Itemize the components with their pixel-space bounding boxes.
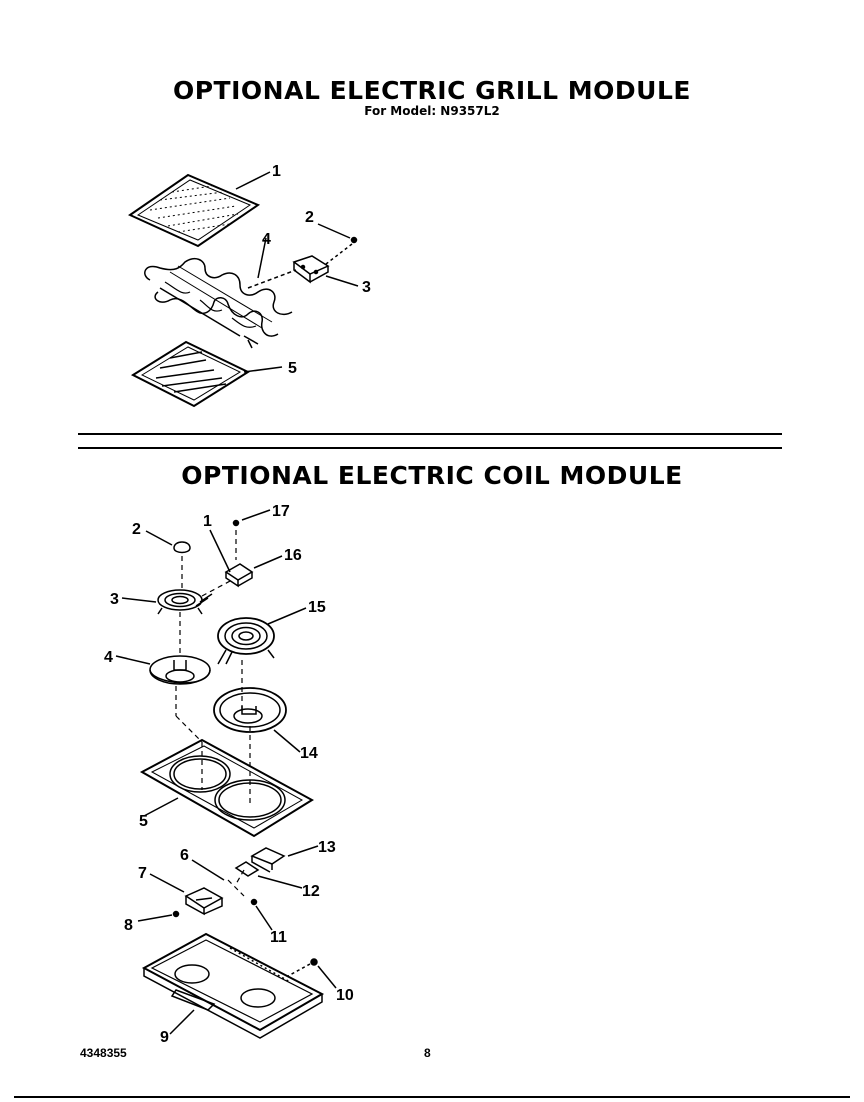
small-coil-element-part-3	[157, 589, 213, 615]
grill-callout-3: 3	[362, 279, 371, 296]
model-subtitle: For Model: N9357L2	[364, 104, 500, 118]
coil-callout-2: 2	[132, 521, 141, 538]
page-number: 8	[424, 1046, 431, 1060]
coil-leader-12	[257, 875, 303, 889]
grill-leader-3	[325, 275, 359, 287]
grill-leader-4	[257, 237, 267, 279]
coil-leader-11	[255, 905, 273, 931]
coil-leader-16	[253, 555, 283, 569]
coil-callout-6: 6	[180, 847, 189, 864]
grill-dashed-screw	[325, 243, 353, 265]
coil-callout-12: 12	[302, 883, 320, 900]
coil-leader-5	[143, 797, 179, 817]
page-bottom-rule	[14, 1096, 850, 1098]
coil-knob-part-2	[173, 541, 191, 554]
coil-leader-9	[169, 1009, 195, 1035]
grill-drip-tray	[130, 340, 251, 408]
coil-leader-13	[287, 845, 319, 857]
coil-leader-14	[273, 729, 301, 753]
coil-leader-15	[267, 607, 307, 625]
clip-part-12	[234, 861, 260, 877]
coil-leader-2	[145, 530, 173, 546]
screw-part-11	[250, 898, 258, 906]
coil-leader-10	[317, 965, 337, 989]
coil-diagram: 1 2 3 4 5 6 7 8 9 10 11 12 13 14 15 16 1…	[104, 503, 354, 1046]
grill-callout-5: 5	[288, 360, 297, 377]
terminal-strip-part-7	[184, 887, 224, 916]
terminal-block-part-3	[292, 255, 330, 284]
coil-callout-14: 14	[300, 745, 318, 762]
coil-terminal-block-part-16	[224, 563, 254, 588]
coil-callout-15: 15	[308, 599, 326, 616]
screw-part-8	[172, 910, 180, 918]
coil-leader-17	[241, 509, 271, 521]
coil-callout-13: 13	[318, 839, 336, 856]
grill-callout-4: 4	[262, 231, 271, 248]
coil-leader-8	[137, 914, 173, 922]
grill-module-title: OPTIONAL ELECTRIC GRILL MODULE	[172, 76, 691, 105]
small-drip-bowl-part-4	[149, 655, 211, 685]
grill-leader-2	[317, 223, 351, 239]
coil-leader-1	[209, 529, 231, 573]
coil-screw-part-17	[232, 519, 240, 527]
section-divider-bottom	[78, 447, 782, 449]
screw-part-2	[350, 236, 358, 244]
grill-leader-5	[243, 366, 283, 373]
grill-heating-element	[144, 257, 293, 349]
coil-callout-1: 1	[203, 513, 212, 530]
bracket-part-13	[250, 847, 286, 873]
grill-callout-2: 2	[305, 209, 314, 226]
grill-dashed-link	[247, 269, 297, 289]
coil-callout-16: 16	[284, 547, 302, 564]
section-divider-top	[78, 433, 782, 435]
coil-leader-4	[115, 655, 151, 665]
coil-dashed-10	[287, 963, 311, 977]
coil-callout-10: 10	[336, 987, 354, 1004]
document-number: 4348355	[80, 1046, 127, 1060]
large-drip-bowl-part-14	[213, 687, 287, 733]
coil-leader-7	[149, 873, 185, 893]
screw-part-10	[310, 958, 318, 966]
coil-callout-17: 17	[272, 503, 290, 520]
coil-callout-4: 4	[104, 649, 113, 666]
coil-callout-5: 5	[139, 813, 148, 830]
grill-callout-1: 1	[272, 163, 281, 180]
grill-diagram: 1 2 3 4 5	[127, 163, 371, 408]
coil-leader-3	[121, 597, 157, 603]
burner-box-part-9	[141, 932, 325, 1039]
coil-callout-11: 11	[270, 929, 287, 946]
coil-module-title: OPTIONAL ELECTRIC COIL MODULE	[181, 461, 683, 490]
cooktop-frame-part-5	[139, 738, 314, 838]
coil-callout-8: 8	[124, 917, 133, 934]
coil-callout-3: 3	[110, 591, 119, 608]
coil-leader-6	[191, 859, 225, 881]
coil-callout-9: 9	[160, 1029, 169, 1046]
grill-grate	[127, 173, 261, 248]
coil-callout-7: 7	[138, 865, 147, 882]
grill-leader-1	[235, 171, 271, 190]
large-coil-element-part-15	[217, 617, 275, 665]
